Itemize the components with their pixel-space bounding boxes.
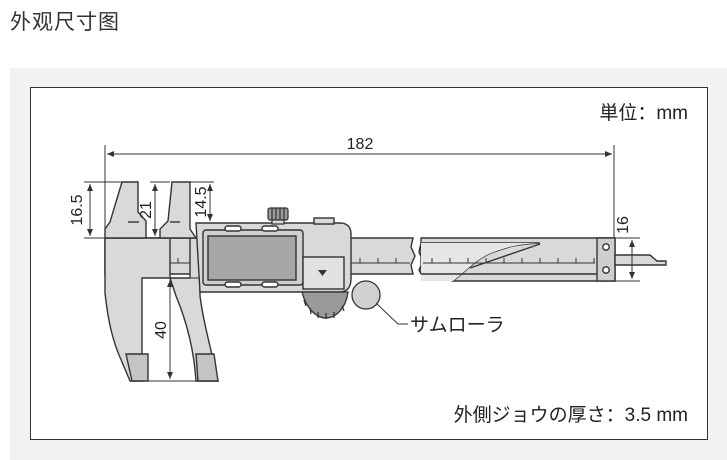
thumb-roller <box>301 280 381 319</box>
dimension-lines <box>84 145 640 382</box>
dim-overall-length: 182 <box>347 136 374 153</box>
top-knob <box>267 207 289 225</box>
callout-thumb-roller: サムローラ <box>410 315 505 336</box>
unit-label: 単位：mm <box>599 102 688 124</box>
footnote-jaw-thickness: 外側ジョウの厚さ：3.5 mm <box>454 404 688 426</box>
slider-body <box>195 217 352 293</box>
depth-rod <box>614 254 667 266</box>
slider-jaw <box>159 181 219 382</box>
dim-inside-jaw-upper: 21 <box>138 201 155 219</box>
dim-outside-jaw-depth: 16.5 <box>69 194 86 225</box>
dim-inside-jaw-lower: 14.5 <box>193 186 210 217</box>
callout-leader <box>375 302 408 325</box>
dim-depth-rod: 16 <box>615 216 632 234</box>
page-title: 外观尺寸图 <box>10 10 120 34</box>
dim-outside-jaw-length: 40 <box>153 321 170 339</box>
